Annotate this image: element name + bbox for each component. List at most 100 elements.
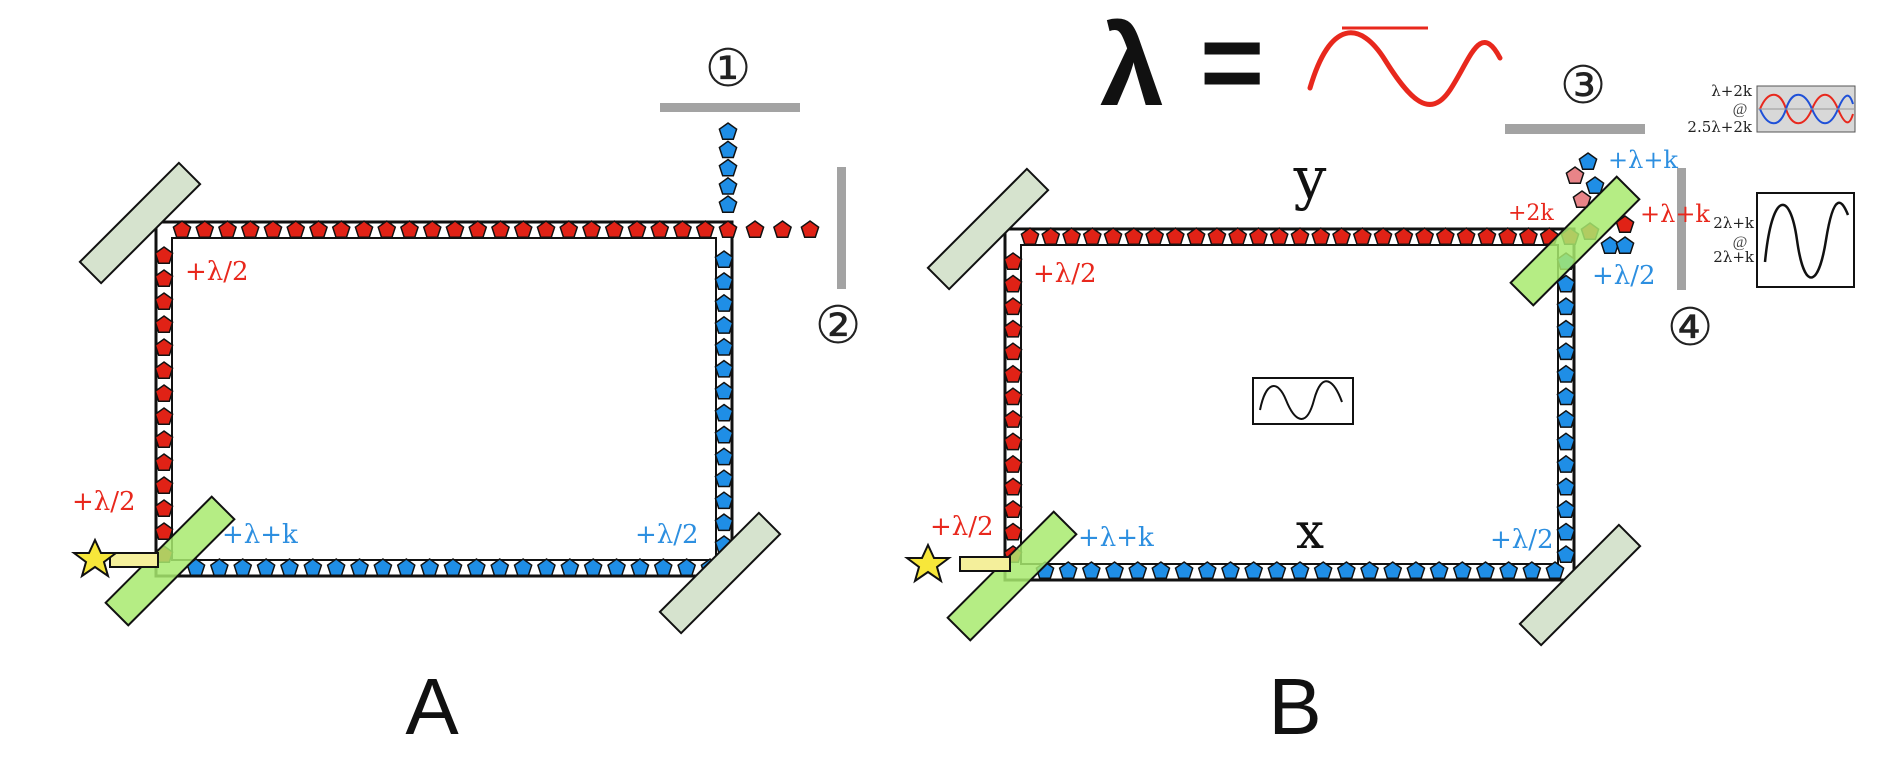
red-photon bbox=[1145, 227, 1165, 246]
panel-b-source-star-icon bbox=[904, 542, 952, 584]
blue-photon bbox=[653, 558, 673, 577]
panel-b-source-tube bbox=[959, 556, 1011, 572]
red-photon bbox=[422, 220, 442, 239]
blue-photon bbox=[1556, 454, 1576, 473]
blue-photon bbox=[420, 558, 440, 577]
panel-a-detector-2 bbox=[837, 167, 846, 289]
blue-photon bbox=[1406, 561, 1426, 580]
blue-photon bbox=[677, 558, 697, 577]
blue-photon bbox=[714, 491, 734, 510]
red-photon bbox=[1082, 227, 1102, 246]
red-photon bbox=[400, 220, 419, 239]
blue-photon bbox=[1615, 236, 1635, 255]
red-photon bbox=[1456, 227, 1476, 246]
red-photon bbox=[154, 499, 174, 518]
blue-photon bbox=[630, 558, 650, 577]
blue-photon bbox=[1556, 297, 1576, 316]
blue-photon bbox=[1556, 319, 1576, 338]
blue-photon bbox=[326, 558, 346, 577]
blue-photon bbox=[714, 293, 734, 312]
panel-a-source-star-icon bbox=[71, 537, 119, 579]
red-photon bbox=[1003, 297, 1023, 316]
inset-top-text-2: 2.5λ+2k bbox=[1687, 118, 1752, 136]
red-photon bbox=[154, 476, 174, 495]
blue-photon bbox=[714, 469, 734, 488]
panel-b-label-blue-half: +λ/2 bbox=[1592, 261, 1656, 291]
panel-a-detector-1-label: ① bbox=[705, 39, 752, 99]
red-photon bbox=[1207, 227, 1227, 246]
inset-top-spiral-icon: @ bbox=[1733, 101, 1748, 118]
blue-photon bbox=[1556, 499, 1576, 518]
blue-photon bbox=[466, 558, 486, 577]
blue-photon bbox=[1128, 561, 1148, 580]
red-photon bbox=[1373, 227, 1393, 246]
red-photon bbox=[1394, 227, 1414, 246]
panel-a-mirror-top-left bbox=[78, 161, 202, 285]
red-photon bbox=[1003, 319, 1023, 338]
blue-photon bbox=[1360, 561, 1379, 580]
blue-photon bbox=[373, 558, 393, 577]
red-photon bbox=[263, 220, 283, 239]
red-photon bbox=[377, 220, 397, 239]
red-photon bbox=[154, 430, 174, 449]
red-photon bbox=[1519, 227, 1538, 246]
panel-b-label-bottom-left: +λ+k bbox=[1078, 523, 1154, 553]
red-photon bbox=[309, 220, 328, 239]
red-photon bbox=[627, 220, 647, 239]
red-photon bbox=[1186, 227, 1206, 246]
red-photon bbox=[1003, 342, 1023, 361]
red-photon bbox=[218, 220, 237, 239]
red-photon bbox=[1311, 227, 1331, 246]
inset-top-text-1: λ+2k bbox=[1711, 82, 1753, 100]
red-photon bbox=[604, 220, 624, 239]
red-photon bbox=[773, 220, 792, 239]
inset-side-text-2: 2λ+k bbox=[1713, 248, 1755, 266]
red-photon bbox=[1165, 227, 1185, 246]
panel-b-loop-outer bbox=[1003, 227, 1576, 582]
blue-photon bbox=[1105, 561, 1124, 580]
red-photon bbox=[445, 220, 465, 239]
blue-photon bbox=[1081, 561, 1101, 580]
pink-photon bbox=[1565, 166, 1585, 185]
red-photon bbox=[354, 220, 374, 239]
red-photon bbox=[1124, 227, 1144, 246]
red-photon bbox=[172, 220, 192, 239]
panel-b-label-bottom-right: +λ/2 bbox=[1490, 525, 1554, 555]
blue-photon bbox=[1556, 409, 1576, 428]
blue-photon bbox=[1545, 561, 1565, 580]
blue-photon bbox=[1600, 236, 1620, 255]
panel-a-detector-2-label: ② bbox=[815, 296, 862, 356]
red-photon bbox=[154, 453, 174, 472]
red-photon bbox=[1003, 252, 1023, 271]
blue-photon bbox=[1058, 561, 1078, 580]
blue-photon bbox=[443, 558, 463, 577]
panel-a-mirror-bottom-right bbox=[658, 511, 782, 635]
panel-b-inset-top: λ+2k 2.5λ+2k @ bbox=[1687, 82, 1856, 136]
red-photon bbox=[1020, 227, 1040, 246]
blue-photon bbox=[583, 558, 603, 577]
blue-photon bbox=[1313, 561, 1333, 580]
blue-photon bbox=[714, 447, 734, 466]
red-photon bbox=[154, 338, 174, 357]
red-photon bbox=[1003, 409, 1023, 428]
blue-photon bbox=[1174, 561, 1194, 580]
red-photon bbox=[745, 220, 765, 239]
blue-photon bbox=[1244, 561, 1264, 580]
blue-photon bbox=[280, 558, 299, 577]
red-photon bbox=[1435, 227, 1455, 246]
red-photon bbox=[154, 407, 174, 426]
blue-photon bbox=[714, 315, 734, 334]
red-photon bbox=[1003, 387, 1023, 406]
blue-photon bbox=[1267, 561, 1287, 580]
panel-b-label-red-lk: +λ+k bbox=[1640, 200, 1710, 228]
red-photon bbox=[1352, 227, 1372, 246]
red-photon bbox=[1290, 227, 1310, 246]
blue-photon bbox=[1476, 561, 1495, 580]
panel-b-loop-inner bbox=[1020, 244, 1559, 565]
blue-photon bbox=[560, 558, 580, 577]
red-photon bbox=[1003, 454, 1023, 473]
red-photon bbox=[650, 220, 670, 239]
red-photon bbox=[800, 220, 820, 239]
blue-photon bbox=[714, 381, 734, 400]
red-photon bbox=[695, 220, 715, 239]
